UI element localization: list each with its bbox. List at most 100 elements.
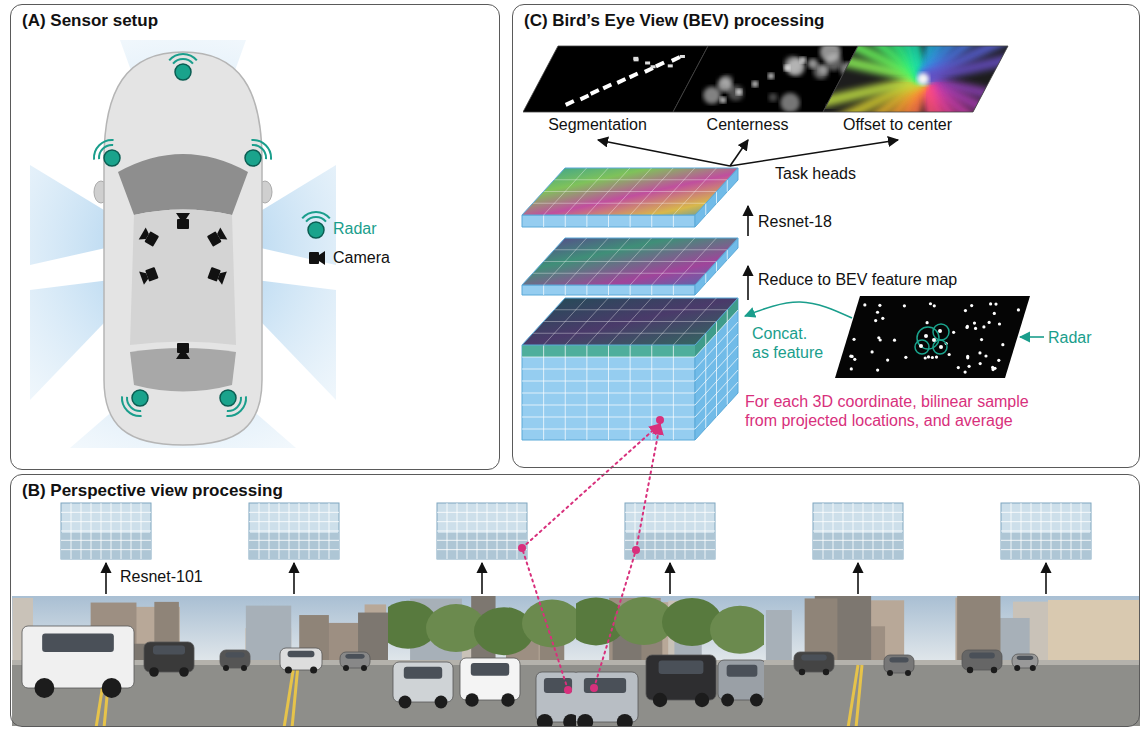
task-feature-layer [543,215,544,227]
camera-photo [695,693,709,707]
camera-photo [710,606,764,654]
camera-symbols [176,343,190,359]
output-map-image [800,57,806,63]
radar-bev-map [994,303,997,306]
radar-bev-map [997,359,1000,362]
feature-map [1001,503,1091,559]
radar-bev-map [939,345,943,349]
task-feature-layer [630,215,631,227]
radar-bev-map [893,339,896,342]
bev-feature-layer [727,250,728,260]
camera-photo [465,693,478,706]
camera-symbols [139,227,160,247]
camera-symbols [139,266,159,285]
radar-bev-map [967,365,970,368]
camera-photo [280,648,322,670]
feature-map [813,530,903,531]
bev-feature-layer [522,285,695,295]
radar-bev-map [938,329,942,333]
camera-photo [292,665,298,726]
legend-label: Camera [333,248,390,267]
camera-photo [653,693,667,707]
camera-photo [801,654,827,660]
projection-line [636,424,660,550]
feature-map [249,530,339,531]
output-map-image [721,74,733,86]
output-map-image [602,82,612,89]
bev-feature-layer [554,249,727,250]
bev-feature-layer [651,285,652,295]
radar-symbols [169,54,197,80]
feature-map [437,530,527,531]
camera-photo [241,665,247,671]
feature-map [813,533,903,559]
camera-photo [1030,665,1036,671]
legend-camera-symbol [309,251,325,265]
camera-photo [435,696,448,709]
radar-bev-map [904,356,907,359]
output-map-image [655,60,665,67]
camera-photo [1017,656,1034,660]
projection-line [594,550,636,688]
radar-bev-map [952,331,955,334]
feature-map [625,530,715,531]
feature-map [61,540,151,541]
bev-feature-layer [716,262,717,272]
backbone-arrow [669,563,671,594]
process-arrow [747,206,749,236]
feature-map [437,521,527,522]
radar-bev-map [964,370,967,373]
radar-bev-map [870,350,873,353]
radar-bev-map [853,358,856,361]
feature-map [625,521,715,522]
backbone-arrow [481,563,483,594]
feature-map [813,521,903,522]
radar-bev-map [998,322,1001,325]
radar-symbols [89,135,127,173]
bev-3d-volume [522,298,738,440]
radar-bev-map [979,362,982,365]
feature-map [813,540,903,541]
radar-bev-map [863,303,866,306]
bev-feature-layer [673,285,674,295]
output-map-image [823,46,1008,112]
radar-bev-map [886,358,889,361]
task-feature-layer [554,179,727,180]
feature-map [625,512,715,513]
feature-map [625,503,715,559]
task-head-arrow [730,140,748,166]
output-map-image [616,77,626,84]
camera-symbols [206,227,227,247]
feature-map [437,540,527,541]
task-feature-layer [651,215,652,227]
camera-photo [361,665,367,671]
radar-arrow [1020,336,1044,338]
feature-map [437,503,527,559]
radar-bev-map [849,355,852,358]
bev-3d-volume [522,370,738,417]
camera-photo [952,596,1140,726]
feature-map [61,512,151,513]
bev-feature-layer [586,285,587,295]
bev-3d-volume [554,309,727,310]
radar-bev-map [948,353,951,356]
feature-map [1001,533,1091,559]
radar-symbols [89,54,275,421]
radar-bev-map [874,319,877,322]
task-feature-layer [673,215,674,227]
camera-photo [856,665,862,726]
radar-bev-map [850,367,853,370]
bev-3d-volume [522,382,738,429]
output-map-image [780,92,800,112]
map-label: Offset to center [843,115,952,134]
camera-photo [1014,665,1020,671]
task-feature-layer [522,168,738,227]
feature-map [1001,512,1091,513]
camera-photo [153,646,185,655]
camera-photo [991,667,997,673]
task-feature-layer [705,203,706,215]
radar-input-label: Radar [1048,328,1092,347]
radar-bev-map [878,304,881,307]
camera-photo [460,658,520,700]
radar-bev-map [933,304,936,307]
